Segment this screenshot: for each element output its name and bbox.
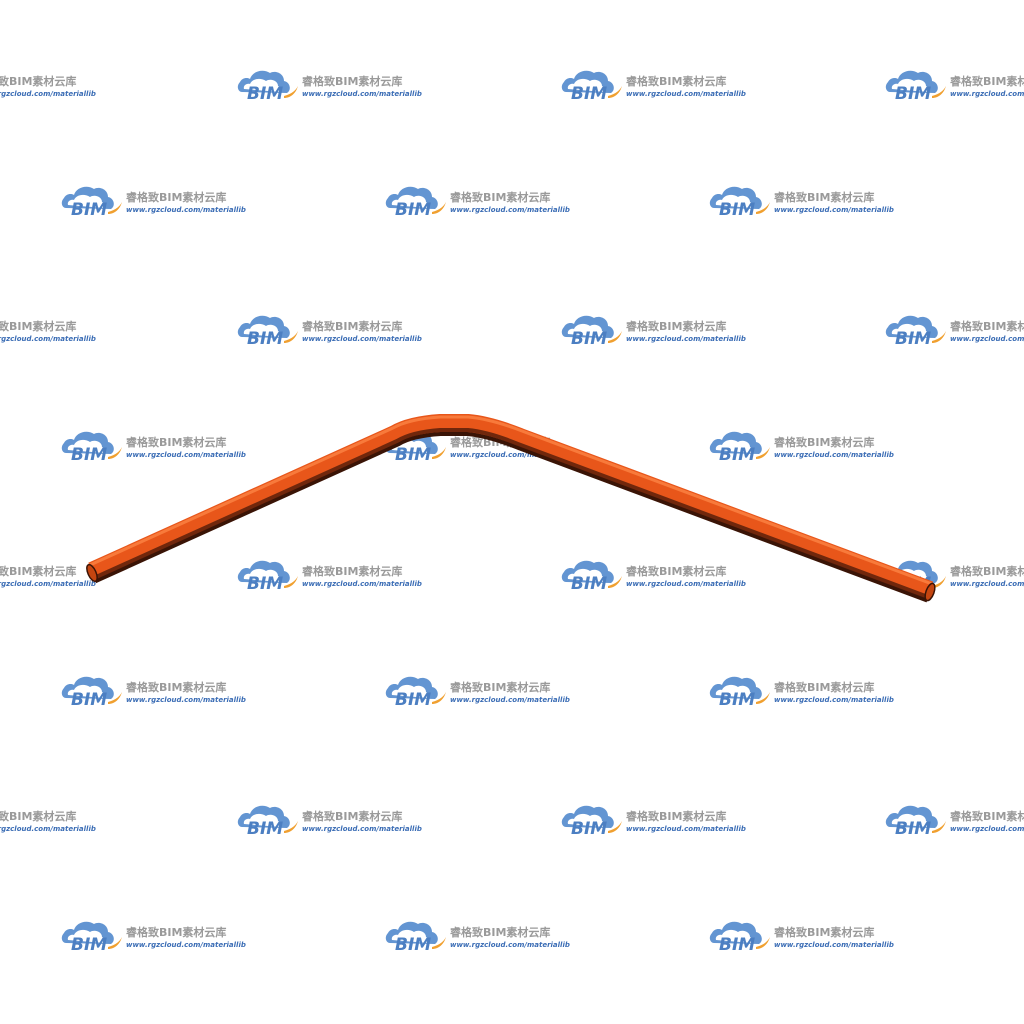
pipe-body [86, 414, 936, 603]
